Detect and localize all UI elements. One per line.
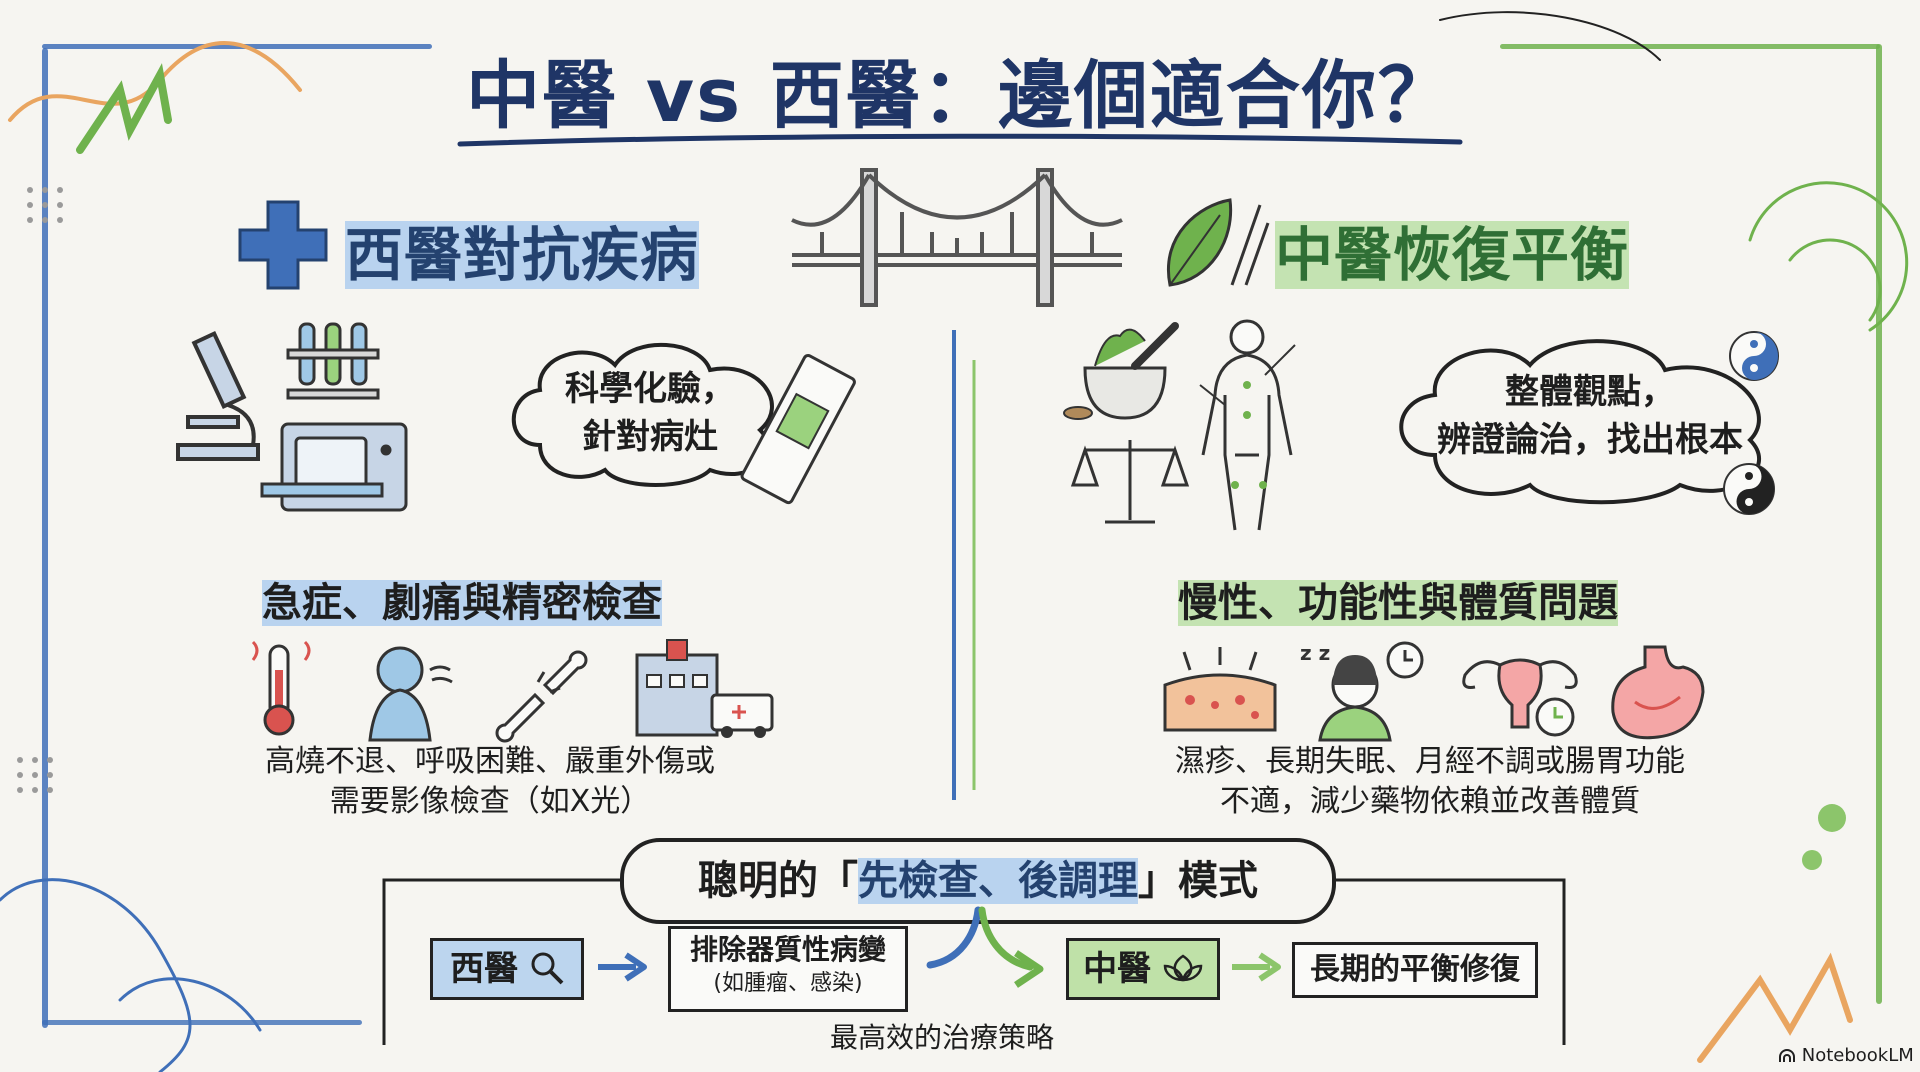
thermometer-icon xyxy=(251,640,311,736)
balance-scale-icon xyxy=(1070,440,1190,524)
page-title: 中醫 vs 西醫：邊個適合你？ xyxy=(466,53,1454,139)
strategy-caption: 最高效的治療策略 xyxy=(830,1021,1055,1054)
merge-arrow-icon xyxy=(926,906,1044,988)
step-exclude-note: (如腫瘤、感染) xyxy=(713,971,863,996)
tcm-description: 濕疹、長期失眠、月經不調或腸胃功能 不適，減少藥物依賴並改善體質 xyxy=(1130,742,1730,822)
frame-top-right-stroke xyxy=(1500,44,1880,49)
medical-cross-icon xyxy=(238,200,328,290)
step-tcm: 中醫 xyxy=(1066,938,1220,1000)
tcm-heading: 中醫恢復平衡 xyxy=(1275,221,1630,289)
bridge-icon xyxy=(791,168,1123,307)
lotus-icon xyxy=(1163,954,1203,982)
step-exclude: 排除器質性病變 (如腫瘤、感染) xyxy=(668,926,908,1012)
tcm-cloud-line2: 辨證論治，找出根本 xyxy=(1437,420,1743,460)
step-western: 西醫 xyxy=(430,938,584,1000)
microscope-icon xyxy=(176,330,260,461)
western-cloud-line1: 科學化驗， xyxy=(565,369,735,409)
workflow-highlight: 先檢查、後調理 xyxy=(858,858,1138,904)
svg-text:z z: z z xyxy=(1300,641,1330,665)
workflow-prefix: 聰明的「 xyxy=(698,858,858,904)
notebooklm-logo-icon xyxy=(1779,1049,1795,1062)
hospital-ambulance-icon xyxy=(635,639,774,738)
workflow-suffix: 」模式 xyxy=(1138,858,1258,904)
yin-yang-icon-2 xyxy=(1723,463,1775,515)
green-divider xyxy=(972,360,976,790)
tcm-cloud-line1: 整體觀點， xyxy=(1505,372,1675,412)
western-heading: 西醫對抗疾病 xyxy=(345,221,700,289)
western-cloud-line2: 針對病灶 xyxy=(582,417,718,457)
broken-bone-icon xyxy=(495,650,588,743)
test-tubes-icon xyxy=(286,322,380,400)
center-divider xyxy=(952,330,956,800)
breathing-difficulty-icon xyxy=(368,646,453,742)
tcm-cloud-text: 整體觀點， 辨證論治，找出根本 xyxy=(1405,368,1775,464)
step-exclude-label: 排除器質性病變 xyxy=(689,933,886,966)
eczema-skin-icon xyxy=(1163,647,1277,732)
arrow-right-icon-2 xyxy=(1232,952,1281,982)
western-desc-line2: 需要影像檢查（如X光） xyxy=(329,784,651,819)
tcm-subheading: 慢性、功能性與體質問題 xyxy=(1178,580,1618,626)
ct-scanner-icon xyxy=(260,422,408,512)
step-long-term: 長期的平衡修復 xyxy=(1292,942,1538,998)
tcm-desc-line1: 濕疹、長期失眠、月經不調或腸胃功能 xyxy=(1175,744,1685,779)
title-underline xyxy=(457,133,1463,147)
workflow-bracket xyxy=(382,878,1566,1045)
stomach-icon xyxy=(1611,645,1705,740)
western-cloud-text: 科學化驗， 針對病灶 xyxy=(530,365,770,461)
leaf-needle-icon xyxy=(1167,198,1270,287)
western-desc-line1: 高燒不退、呼吸困難、嚴重外傷或 xyxy=(265,744,715,779)
western-subheading: 急症、劇痛與精密檢查 xyxy=(262,580,662,626)
tcm-desc-line2: 不適，減少藥物依賴並改善體質 xyxy=(1220,784,1640,819)
step-western-label: 西醫 xyxy=(450,949,519,989)
mortar-herbs-icon xyxy=(1063,322,1179,420)
western-cloud xyxy=(511,343,774,487)
yin-yang-icon xyxy=(1729,331,1779,381)
step-tcm-label: 中醫 xyxy=(1083,949,1152,989)
frame-bottom-stroke xyxy=(42,1020,362,1025)
acupuncture-body-icon xyxy=(1199,319,1296,531)
tcm-cloud xyxy=(1399,339,1761,505)
uterus-clock-icon xyxy=(1462,658,1578,737)
frame-top-stroke xyxy=(42,44,432,49)
frame-left-stroke xyxy=(42,48,48,1028)
brand-text: NotebookLM xyxy=(1801,1045,1914,1066)
brand-label: NotebookLM xyxy=(1778,1045,1914,1066)
test-strip-icon xyxy=(740,354,856,505)
insomnia-icon: z z xyxy=(1300,641,1424,742)
frame-right-stroke xyxy=(1876,44,1882,1004)
magnifier-icon xyxy=(531,952,564,985)
arrow-right-icon xyxy=(598,952,647,982)
western-description: 高燒不退、呼吸困難、嚴重外傷或 需要影像檢查（如X光） xyxy=(220,742,760,822)
